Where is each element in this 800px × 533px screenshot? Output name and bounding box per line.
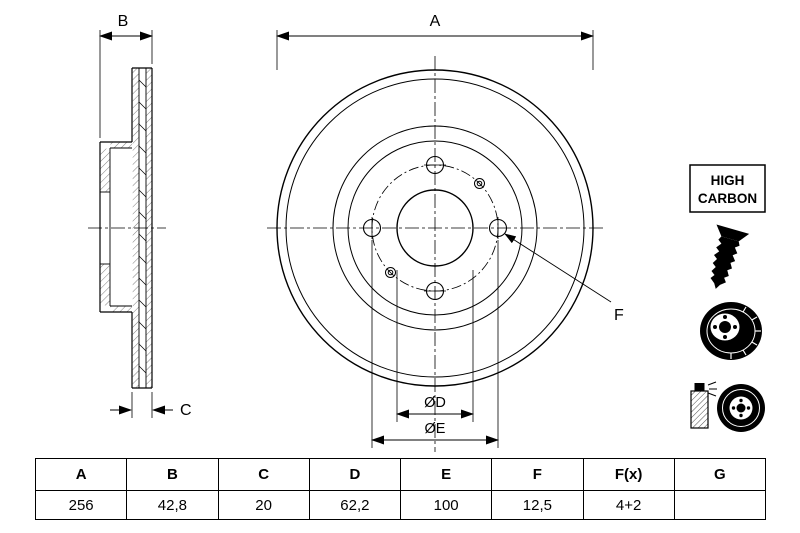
col-header-d: D: [308, 458, 402, 491]
locating-hole-upper-right-inner: [476, 180, 483, 187]
brake-disc-technical-drawing: A B C ØD ØE F: [88, 13, 766, 452]
value-c: 20: [217, 490, 310, 520]
high-carbon-line2: CARBON: [698, 191, 757, 206]
outer-chamfer-circle: [285, 78, 585, 378]
outer-diameter-circle: [276, 69, 594, 387]
locating-hole-upper-right: [474, 178, 485, 189]
col-header-b: B: [126, 458, 219, 491]
dim-f-label: F: [614, 307, 624, 324]
dimension-table: A B C D E F F(x) G 256 42,8 20 62,2 100 …: [34, 458, 767, 520]
col-header-e: E: [399, 458, 493, 491]
value-b: 42,8: [126, 490, 219, 520]
value-g: [673, 490, 767, 520]
countersunk-screw-icon: [710, 224, 750, 289]
value-fx: 4+2: [582, 490, 675, 520]
center-lines: [88, 56, 603, 452]
dimension-d: [396, 270, 474, 422]
value-e: 100: [399, 490, 493, 520]
brake-disc-icon: [700, 302, 762, 360]
col-header-c: C: [217, 458, 310, 491]
dimension-a: [276, 30, 594, 70]
value-a: 256: [34, 490, 128, 520]
dim-c-label: C: [180, 402, 192, 419]
dimension-e: [371, 240, 499, 448]
high-carbon-badge: HIGH CARBON: [689, 164, 766, 213]
bolt-hole-center-marks: [371, 164, 499, 292]
coating-spray-icon: [690, 381, 765, 432]
hub-face-circle: [347, 140, 523, 316]
section-hatching: [100, 68, 152, 388]
dim-b-label: B: [118, 13, 129, 30]
table-value-row: 256 42,8 20 62,2 100 12,5 4+2: [34, 490, 767, 520]
table-header-row: A B C D E F F(x) G: [34, 458, 767, 491]
front-view: [276, 69, 594, 387]
locating-hole-lower-left: [385, 267, 396, 278]
high-carbon-line1: HIGH: [711, 173, 745, 188]
dim-e-label: ØE: [425, 421, 446, 437]
value-f: 12,5: [491, 490, 584, 520]
col-header-a: A: [34, 458, 128, 491]
col-header-f: F: [491, 458, 584, 491]
locating-hole-lower-left-inner: [387, 269, 394, 276]
col-header-g: G: [673, 458, 767, 491]
side-section-view: [99, 67, 153, 389]
dim-d-label: ØD: [424, 395, 446, 411]
vent-vane-marks: [138, 79, 147, 374]
dimension-b: [99, 30, 153, 138]
center-bore-circle: [396, 189, 474, 267]
dim-a-label: A: [430, 13, 441, 30]
braking-band-inner-circle: [332, 125, 538, 331]
value-d: 62,2: [308, 490, 402, 520]
dimension-c: [110, 392, 173, 418]
leader-f: [504, 233, 612, 303]
col-header-fx: F(x): [582, 458, 675, 491]
